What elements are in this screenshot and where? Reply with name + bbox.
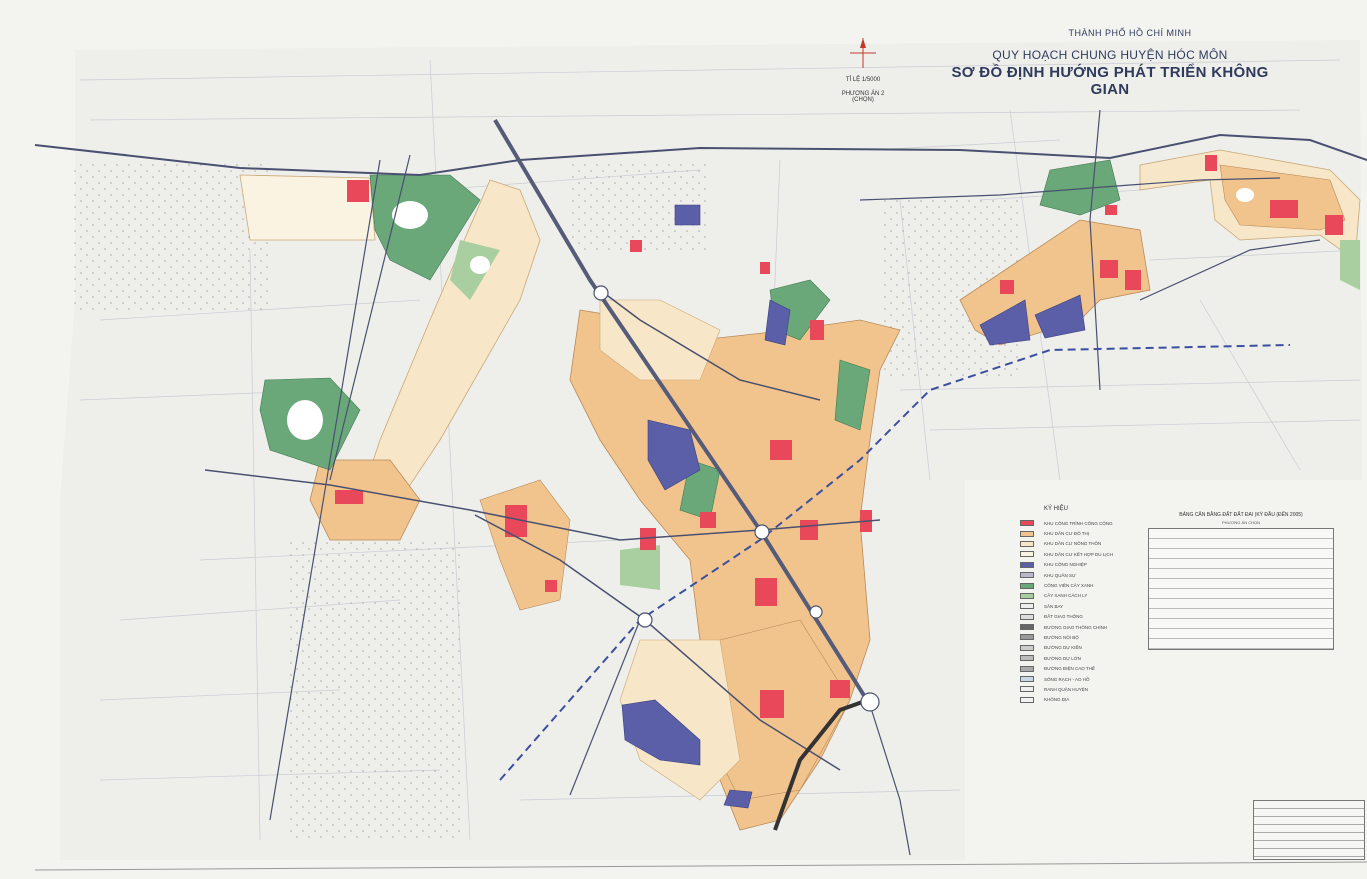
- legend-item: KHU CÔNG NGHIỆP: [1020, 560, 1150, 570]
- legend-label: KHU CÔNG TRÌNH CÔNG CỘNG: [1044, 520, 1113, 526]
- legend-label: CÔNG VIÊN CÂY XANH: [1044, 583, 1094, 589]
- legend-item: ĐƯỜNG GIAO THÔNG CHÍNH: [1020, 622, 1150, 632]
- scale-label: TỈ LỆ 1/5000: [845, 77, 881, 83]
- legend-label: ĐƯỜNG DỰ KIẾN: [1044, 645, 1082, 651]
- legend-swatch: [1020, 696, 1034, 703]
- park-lakes: [287, 188, 1254, 440]
- legend-swatch: [1020, 582, 1034, 589]
- legend-item: ĐƯỜNG DỰ LỚN: [1020, 653, 1150, 663]
- expressway: [773, 698, 869, 831]
- legend-label: ĐƯỜNG ĐIỆN CAO THẾ: [1044, 666, 1095, 672]
- legend-swatch: [1020, 540, 1034, 547]
- legend-swatch: [1020, 592, 1034, 599]
- title-plan: QUY HOẠCH CHUNG HUYỆN HÓC MÔN: [992, 48, 1228, 62]
- legend-swatch: [1020, 561, 1034, 568]
- roundabouts: [593, 285, 880, 712]
- west-strip: [359, 179, 541, 501]
- legend-label: SÂN BAY: [1044, 603, 1064, 609]
- legend-label: KHU DÂN CƯ NÔNG THÔN: [1044, 541, 1102, 547]
- legend-label: RANH QUẬN HUYỆN: [1044, 686, 1089, 692]
- legend-item: ĐƯỜNG DỰ KIẾN: [1020, 643, 1150, 653]
- legend-item: CÂY XANH CÁCH LY: [1020, 591, 1150, 601]
- legend-swatch: [1020, 644, 1034, 651]
- legend-label: KHU QUÂN SỰ: [1044, 572, 1076, 578]
- legend: KÝ HIỆU KHU CÔNG TRÌNH CÔNG CỘNG KHU DÂN …: [1020, 506, 1150, 705]
- title-main: SƠ ĐỒ ĐỊNH HƯỚNG PHÁT TRIỂN KHÔNG GIAN: [951, 64, 1269, 98]
- legend-item: ĐƯỜNG ĐIỆN CAO THẾ: [1020, 663, 1150, 673]
- legend-label: ĐẤT GIAO THÔNG: [1044, 614, 1083, 620]
- legend-item: KHU CÔNG TRÌNH CÔNG CỘNG: [1020, 518, 1150, 528]
- legend-item: CÔNG VIÊN CÂY XANH: [1020, 580, 1150, 590]
- title-stamp: [1253, 800, 1365, 860]
- table-grid: [1148, 528, 1334, 650]
- legend-swatch: [1020, 665, 1034, 672]
- legend-label: ĐƯỜNG NỘI BỘ: [1044, 634, 1079, 640]
- public-facilities: [335, 155, 1343, 718]
- legend-item: SÂN BAY: [1020, 601, 1150, 611]
- rural-dots: [290, 540, 460, 840]
- legend-swatch: [1020, 686, 1034, 693]
- legend-label: ĐƯỜNG DỰ LỚN: [1044, 655, 1081, 661]
- legend-label: KHU DÂN CƯ ĐÔ THỊ: [1044, 531, 1090, 537]
- legend-swatch: [1020, 530, 1034, 537]
- table-title: BẢNG CÂN BẰNG ĐẤT ĐẤT ĐAI (KỲ ĐẦU (ĐẾN 2…: [1179, 512, 1303, 518]
- legend-label: KHU DÂN CƯ KẾT HỢP DU LỊCH: [1044, 551, 1114, 557]
- legend-item: KHU DÂN CƯ NÔNG THÔN: [1020, 539, 1150, 549]
- map-title-block: THÀNH PHỐ HỒ CHÍ MINH QUY HOẠCH CHUNG HU…: [930, 28, 1290, 98]
- legend-label: KHU CÔNG NGHIỆP: [1044, 562, 1087, 568]
- legend-item: KHÔNG ĐỊA: [1020, 695, 1150, 705]
- legend-item: SÔNG RẠCH - AO HỒ: [1020, 674, 1150, 684]
- legend-item: KHU DÂN CƯ KẾT HỢP DU LỊCH: [1020, 549, 1150, 559]
- legend-swatch: [1020, 676, 1034, 683]
- legend-item: ĐƯỜNG NỘI BỘ: [1020, 632, 1150, 642]
- compass-icon: [850, 38, 876, 68]
- legend-swatch: [1020, 655, 1034, 662]
- legend-item: ĐẤT GIAO THÔNG: [1020, 612, 1150, 622]
- legend-label: KHÔNG ĐỊA: [1044, 697, 1070, 703]
- legend-title: KÝ HIỆU: [1044, 506, 1069, 512]
- legend-label: ĐƯỜNG GIAO THÔNG CHÍNH: [1044, 624, 1108, 630]
- legend-label: SÔNG RẠCH - AO HỒ: [1044, 676, 1090, 682]
- legend-swatch: [1020, 603, 1034, 610]
- land-balance-table: BẢNG CÂN BẰNG ĐẤT ĐẤT ĐAI (KỲ ĐẦU (ĐẾN 2…: [1148, 512, 1334, 662]
- legend-label: CÂY XANH CÁCH LY: [1044, 593, 1088, 599]
- legend-swatch: [1020, 624, 1034, 631]
- legend-swatch: [1020, 613, 1034, 620]
- legend-swatch: [1020, 634, 1034, 641]
- legend-item: KHU DÂN CƯ ĐÔ THỊ: [1020, 528, 1150, 538]
- title-city: THÀNH PHỐ HỒ CHÍ MINH: [1068, 28, 1192, 38]
- legend-swatch: [1020, 551, 1034, 558]
- option-label: PHƯƠNG ÁN 2 (CHỌN): [841, 91, 885, 103]
- legend-items: KHU CÔNG TRÌNH CÔNG CỘNG KHU DÂN CƯ ĐÔ TH…: [1020, 518, 1150, 705]
- legend-item: RANH QUẬN HUYỆN: [1020, 684, 1150, 694]
- legend-swatch: [1020, 520, 1034, 527]
- buffer-green: [450, 240, 1360, 590]
- north-arrow: TỈ LỆ 1/5000 PHƯƠNG ÁN 2 (CHỌN): [838, 36, 888, 103]
- industrial-zones: [621, 204, 1086, 809]
- legend-item: KHU QUÂN SỰ: [1020, 570, 1150, 580]
- table-subtitle: PHƯƠNG ÁN CHỌN: [1222, 520, 1260, 525]
- legend-swatch: [1020, 572, 1034, 579]
